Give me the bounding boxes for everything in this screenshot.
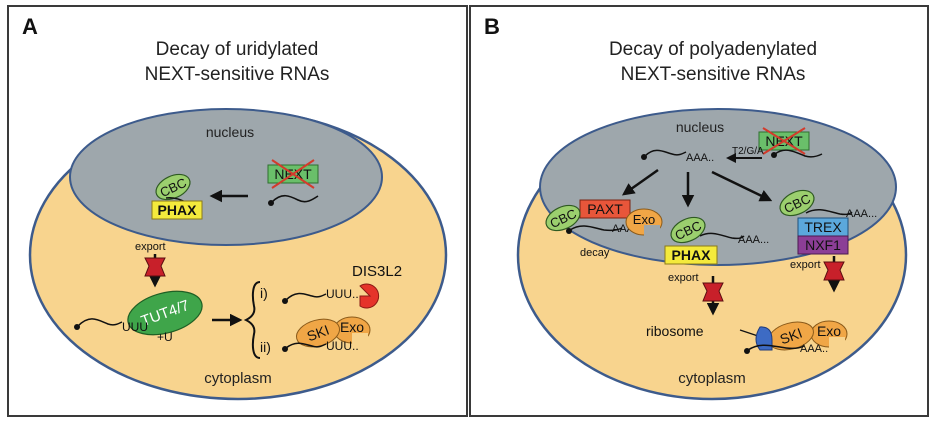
panel-b-exo-cyto-label: Exo xyxy=(817,323,841,339)
panel-b-tga-label: T2/G/A xyxy=(732,146,764,157)
panel-b-pore-right xyxy=(823,261,845,281)
panel-a-nucleus xyxy=(69,108,383,246)
panel-b-aaa-right: AAA... xyxy=(846,208,877,220)
panel-a-export-label: export xyxy=(135,241,166,253)
panel-a-nucleus-label: nucleus xyxy=(206,124,254,140)
panel-b-pore-mid xyxy=(702,282,724,302)
panel-a-brace xyxy=(243,281,261,359)
panel-a-cap-tut xyxy=(74,324,80,330)
panel-a-uuu-ii: UUU.. xyxy=(326,339,359,353)
panel-b: B Decay of polyadenylated NEXT-sensitive… xyxy=(469,5,929,417)
panel-a-letter: A xyxy=(22,14,38,39)
panel-b-rna-top xyxy=(644,149,687,157)
panel-a-phax-box xyxy=(151,200,203,220)
panel-b-cap-top xyxy=(641,154,647,160)
panel-a-option-ii: ii) xyxy=(260,339,271,355)
panel-a-rna-tut xyxy=(77,318,123,327)
panel-a-rna-ii xyxy=(285,342,327,349)
panel-b-export-mid: export xyxy=(668,272,699,284)
panel-b-rna-left xyxy=(569,225,623,232)
panel-a-tut-shape xyxy=(127,290,203,336)
panel-b-title-line1: Decay of polyadenylated xyxy=(609,39,817,60)
panel-b-cbc-mid-shape xyxy=(670,216,706,244)
panel-a-rna-i xyxy=(285,292,327,301)
panel-b-paxt-box xyxy=(579,199,631,219)
panel-b-cbc-left-shape xyxy=(545,204,581,232)
panel-a-cap-ii xyxy=(282,346,288,352)
panel-b-arrow-right xyxy=(711,170,773,202)
panel-b-ribosome-pointer xyxy=(739,329,759,337)
panel-a-ski-label: SKI xyxy=(305,322,332,345)
panel-b-arrow-left xyxy=(621,168,659,196)
panel-b-rna-mid xyxy=(699,232,745,240)
panel-a-nuclear-pore xyxy=(144,257,166,277)
panel-b-nxf1-box xyxy=(797,235,849,255)
panel-b-cap-cyto xyxy=(744,348,750,354)
panel-b-aaa-top: AAA.. xyxy=(686,152,714,164)
panel-b-cbc-right-shape xyxy=(779,189,815,217)
panel-b-nucleus-label: nucleus xyxy=(676,119,724,135)
panel-b-export-right: export xyxy=(790,259,821,271)
panel-b-next-cross2 xyxy=(762,127,806,155)
panel-a-dis3l2-label: DIS3L2 xyxy=(352,263,402,280)
panel-a: A Decay of uridylated NEXT-sensitive RNA… xyxy=(7,5,468,417)
panel-a-option-i: i) xyxy=(260,285,268,301)
panel-b-cap-next xyxy=(771,152,777,158)
panel-a-cap-nucleus xyxy=(268,200,274,206)
panel-a-next-cross2 xyxy=(271,159,315,189)
panel-a-exo-notch xyxy=(352,333,368,345)
panel-a-uuu-i: UUU.. xyxy=(326,287,359,301)
panel-b-rna-right xyxy=(805,208,853,216)
panel-b-aaa-mid: AAA... xyxy=(738,234,769,246)
panel-a-title-line2: NEXT-sensitive RNAs xyxy=(145,64,330,85)
panel-b-decay-label: decay xyxy=(580,247,610,259)
panel-b-nxf1-label: NXF1 xyxy=(805,237,841,253)
panel-b-rna-cyto xyxy=(747,344,805,351)
panel-b-rna-next xyxy=(774,149,823,158)
panel-b-phax-label: PHAX xyxy=(672,247,712,263)
panel-b-aaa-cyto: AAA.. xyxy=(800,343,828,355)
panel-a-uuu-label: UUU xyxy=(122,320,148,334)
panel-a-cytoplasm-label: cytoplasm xyxy=(204,370,272,387)
panel-b-exo-nuc-label: Exo xyxy=(633,212,655,227)
panel-b-cap-left xyxy=(566,228,572,234)
panel-b-title-line2: NEXT-sensitive RNAs xyxy=(621,64,806,85)
panel-a-cbc-shape xyxy=(155,173,191,201)
panel-b-exo-nuc-notch xyxy=(644,225,660,238)
panel-a-plus-u-label: +U xyxy=(157,330,173,344)
panel-a-rna-nucleus xyxy=(271,194,319,203)
panel-b-letter: B xyxy=(484,14,500,39)
panel-b-cytoplasm-label: cytoplasm xyxy=(678,370,746,387)
panel-a-dis3l2-shape xyxy=(359,283,380,309)
panel-b-exo-cyto-notch xyxy=(829,337,845,350)
panel-b-ski-label: SKI xyxy=(778,325,805,348)
panel-a-phax-label: PHAX xyxy=(158,202,198,218)
panel-b-phax-box xyxy=(664,245,718,265)
panel-a-exo-label: Exo xyxy=(340,319,364,335)
panel-b-paxt-label: PAXT xyxy=(587,201,623,217)
panel-b-ribosome-shape xyxy=(755,326,773,351)
panel-b-ribosome-label: ribosome xyxy=(646,323,704,339)
panel-a-cap-i xyxy=(282,298,288,304)
panel-b-trex-label: TREX xyxy=(804,219,842,235)
panel-a-title-line1: Decay of uridylated xyxy=(156,39,319,60)
